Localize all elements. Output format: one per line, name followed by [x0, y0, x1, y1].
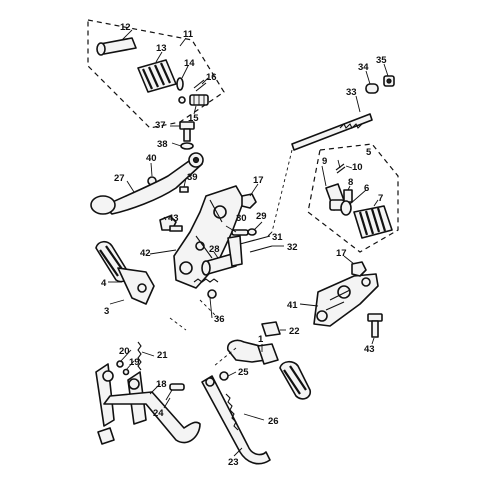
callout-40: 40: [146, 153, 157, 164]
center-stand: [95, 363, 201, 445]
pin-12: [96, 37, 137, 56]
callout-1: 1: [258, 334, 264, 345]
footrest-rubber-7: [353, 205, 393, 239]
side-stand-area: 25 26 23: [201, 367, 279, 468]
callout-39: 39: [187, 172, 198, 183]
callout-4: 4: [101, 278, 107, 289]
bolt-17-right: [351, 261, 367, 277]
collar-20: [116, 360, 124, 368]
callout-13: 13: [156, 43, 167, 54]
spring-36: [193, 278, 219, 283]
spring-21: [137, 341, 142, 371]
callout-24: 24: [153, 408, 164, 419]
callout-6: 6: [364, 183, 369, 194]
footrest-rubber-right: [279, 360, 312, 400]
center-stand-area: 20 19 21 18 24: [95, 341, 201, 445]
callout-36: 36: [214, 314, 225, 325]
spring-8: [343, 189, 353, 203]
footrest-bracket-42: 17 42 43: [140, 175, 264, 289]
bolt-39: [179, 186, 189, 193]
callout-22: 22: [289, 326, 300, 337]
reference-line: [169, 149, 293, 367]
bolt-25: [219, 371, 229, 381]
side-stand-23: [201, 375, 271, 465]
callout-43-right: 43: [364, 344, 375, 355]
clip-29: [247, 228, 257, 236]
washer-14: [176, 77, 184, 91]
rod-end-35: [383, 75, 395, 87]
cotter-19: [122, 368, 130, 376]
callout-18: 18: [156, 379, 167, 390]
shift-rod-33: [291, 113, 373, 151]
callout-3: 3: [104, 306, 109, 317]
spring-26: [225, 393, 239, 431]
callout-27: 27: [114, 173, 125, 184]
brake-pedal-area: 37 38 40 39 27: [90, 120, 204, 215]
bolt-43-right: [367, 313, 383, 338]
bolt-24: [165, 383, 185, 401]
shift-rod-area: 34 35 33: [291, 55, 395, 151]
callout-5: 5: [366, 147, 372, 158]
footrest-right-1: 22 1: [226, 321, 312, 400]
callout-21: 21: [157, 350, 168, 361]
callout-14: 14: [184, 58, 195, 69]
rod-end-34: [365, 83, 379, 94]
callout-42: 42: [140, 248, 151, 259]
brake-pedal-27: [90, 152, 204, 215]
callout-7: 7: [378, 193, 383, 204]
callout-33: 33: [346, 87, 357, 98]
linkage-parts: 30 29 31 32 28 36: [193, 211, 298, 325]
footrest-assembly-group-left: 12 13 14 16 15 11: [87, 19, 225, 129]
callout-35: 35: [376, 55, 387, 66]
callout-28: 28: [209, 244, 220, 255]
pivot-shaft-28: [201, 235, 243, 276]
callout-38: 38: [157, 139, 168, 150]
footrest-left-3: 4 3: [95, 240, 155, 317]
callout-41: 41: [287, 300, 298, 311]
callout-17-right: 17: [336, 248, 347, 259]
callout-19: 19: [129, 357, 140, 368]
callout-16: 16: [206, 72, 217, 83]
washer-6: [340, 200, 352, 216]
footrest-assembly-group-right: 5 10 9 8 6 7: [307, 143, 399, 253]
callout-23: 23: [228, 457, 239, 468]
callout-9: 9: [322, 156, 327, 167]
callout-25: 25: [238, 367, 249, 378]
cotter-pin-10: [335, 163, 346, 174]
rubber-damper-22: [261, 321, 281, 337]
callout-11: 11: [183, 29, 194, 40]
callout-32: 32: [287, 242, 298, 253]
footrest-bracket-41: 17 41 43: [287, 248, 383, 355]
ball-15: [178, 96, 186, 104]
callout-10: 10: [352, 162, 363, 173]
callout-31: 31: [272, 232, 283, 243]
callout-37: 37: [155, 120, 166, 131]
washer-38: [180, 142, 194, 150]
callout-8: 8: [348, 177, 353, 188]
callout-17-left: 17: [253, 175, 264, 186]
group-outline-5: [307, 143, 399, 253]
callout-34: 34: [358, 62, 369, 73]
cotter-pin-16: [193, 79, 207, 92]
footrest-rubber-13: [137, 59, 177, 93]
callout-29: 29: [256, 211, 267, 222]
rod-31: [239, 235, 271, 245]
callout-30: 30: [236, 213, 247, 224]
callout-43-left: 43: [168, 213, 179, 224]
callout-15: 15: [188, 113, 199, 124]
bolt-43: [159, 215, 183, 232]
pin-32: [249, 245, 273, 253]
bolt-37: [179, 121, 195, 142]
callout-26: 26: [268, 416, 279, 427]
bolt-17: [241, 193, 257, 209]
callout-12: 12: [120, 22, 131, 33]
callout-20: 20: [119, 346, 130, 357]
spring-15: [189, 94, 209, 106]
